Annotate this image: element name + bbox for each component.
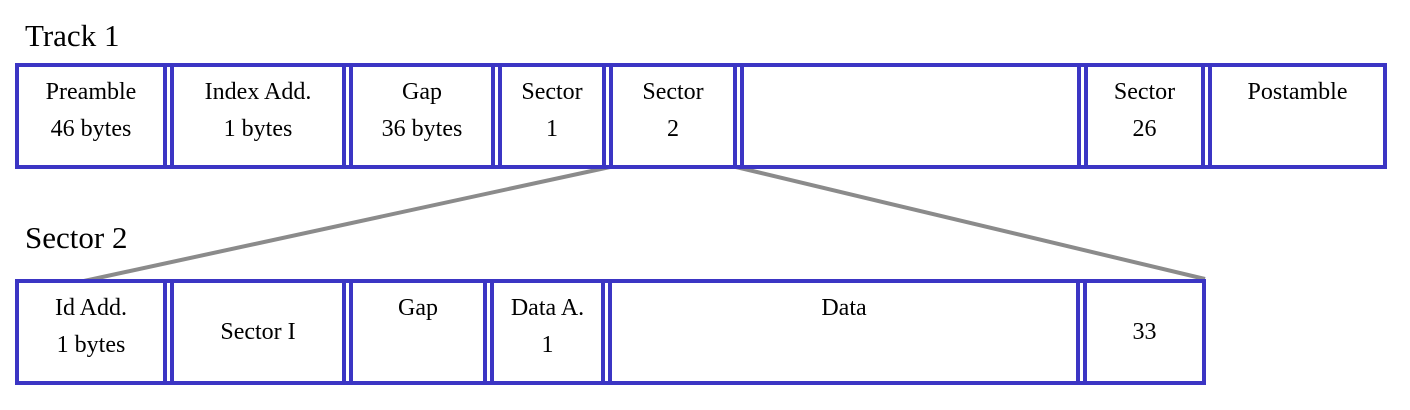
cell-label-line1: 33	[1132, 318, 1157, 345]
cell-label-line1: Id Add.	[55, 295, 127, 321]
cell-label-line1: Sector I	[220, 318, 296, 345]
cell-track-gap: Gap 36 bytes	[349, 67, 495, 165]
track-row: Preamble 46 bytes Index Add. 1 bytes Gap…	[15, 63, 1387, 169]
cell-id-address: Id Add. 1 bytes	[19, 283, 167, 381]
sector-row: Id Add. 1 bytes Sector I Gap Data A. 1 D…	[15, 279, 1206, 385]
cell-label-line1: Index Add.	[204, 79, 312, 105]
cell-sector-id: Sector I	[170, 283, 346, 381]
cell-33: 33	[1083, 283, 1202, 381]
cell-label-line1: Data A.	[510, 295, 585, 321]
track-title: Track 1	[25, 18, 120, 53]
cell-label-line1: Gap	[402, 79, 442, 105]
cell-sectors-ellipsis	[740, 67, 1081, 165]
cell-sector-2: Sector 2	[609, 67, 737, 165]
cell-data-address: Data A. 1	[490, 283, 605, 381]
cell-data: Data	[608, 283, 1080, 381]
cell-label-line2: 1 bytes	[56, 332, 126, 358]
cell-label-line1: Preamble	[45, 79, 137, 105]
connector-left-line	[83, 165, 611, 283]
sector-title: Sector 2	[25, 220, 128, 255]
cell-label-line2: 1	[541, 332, 554, 358]
cell-label-line2: 26	[1132, 116, 1157, 142]
cell-label-line1: Postamble	[1247, 79, 1348, 105]
cell-label-line2: 1 bytes	[223, 116, 293, 142]
cell-label-line1: Sector	[642, 79, 704, 105]
cell-label-line2: 1	[546, 116, 558, 142]
cell-index-address: Index Add. 1 bytes	[170, 67, 346, 165]
cell-label-line1: Sector	[1113, 79, 1176, 105]
cell-label-line2: 46 bytes	[50, 116, 132, 142]
cell-postamble: Postamble	[1208, 67, 1383, 165]
cell-sector-gap: Gap	[349, 283, 487, 381]
cell-label-line1: Gap	[398, 295, 438, 321]
cell-label-line1: Data	[821, 295, 867, 321]
cell-sector-1: Sector 1	[498, 67, 606, 165]
cell-label-line2: 2	[667, 116, 679, 142]
cell-label-line1: Sector	[521, 79, 583, 105]
cell-sector-26: Sector 26	[1084, 67, 1205, 165]
connector-right-line	[735, 165, 1206, 281]
cell-preamble: Preamble 46 bytes	[19, 67, 167, 165]
cell-label-line2: 36 bytes	[381, 116, 463, 142]
